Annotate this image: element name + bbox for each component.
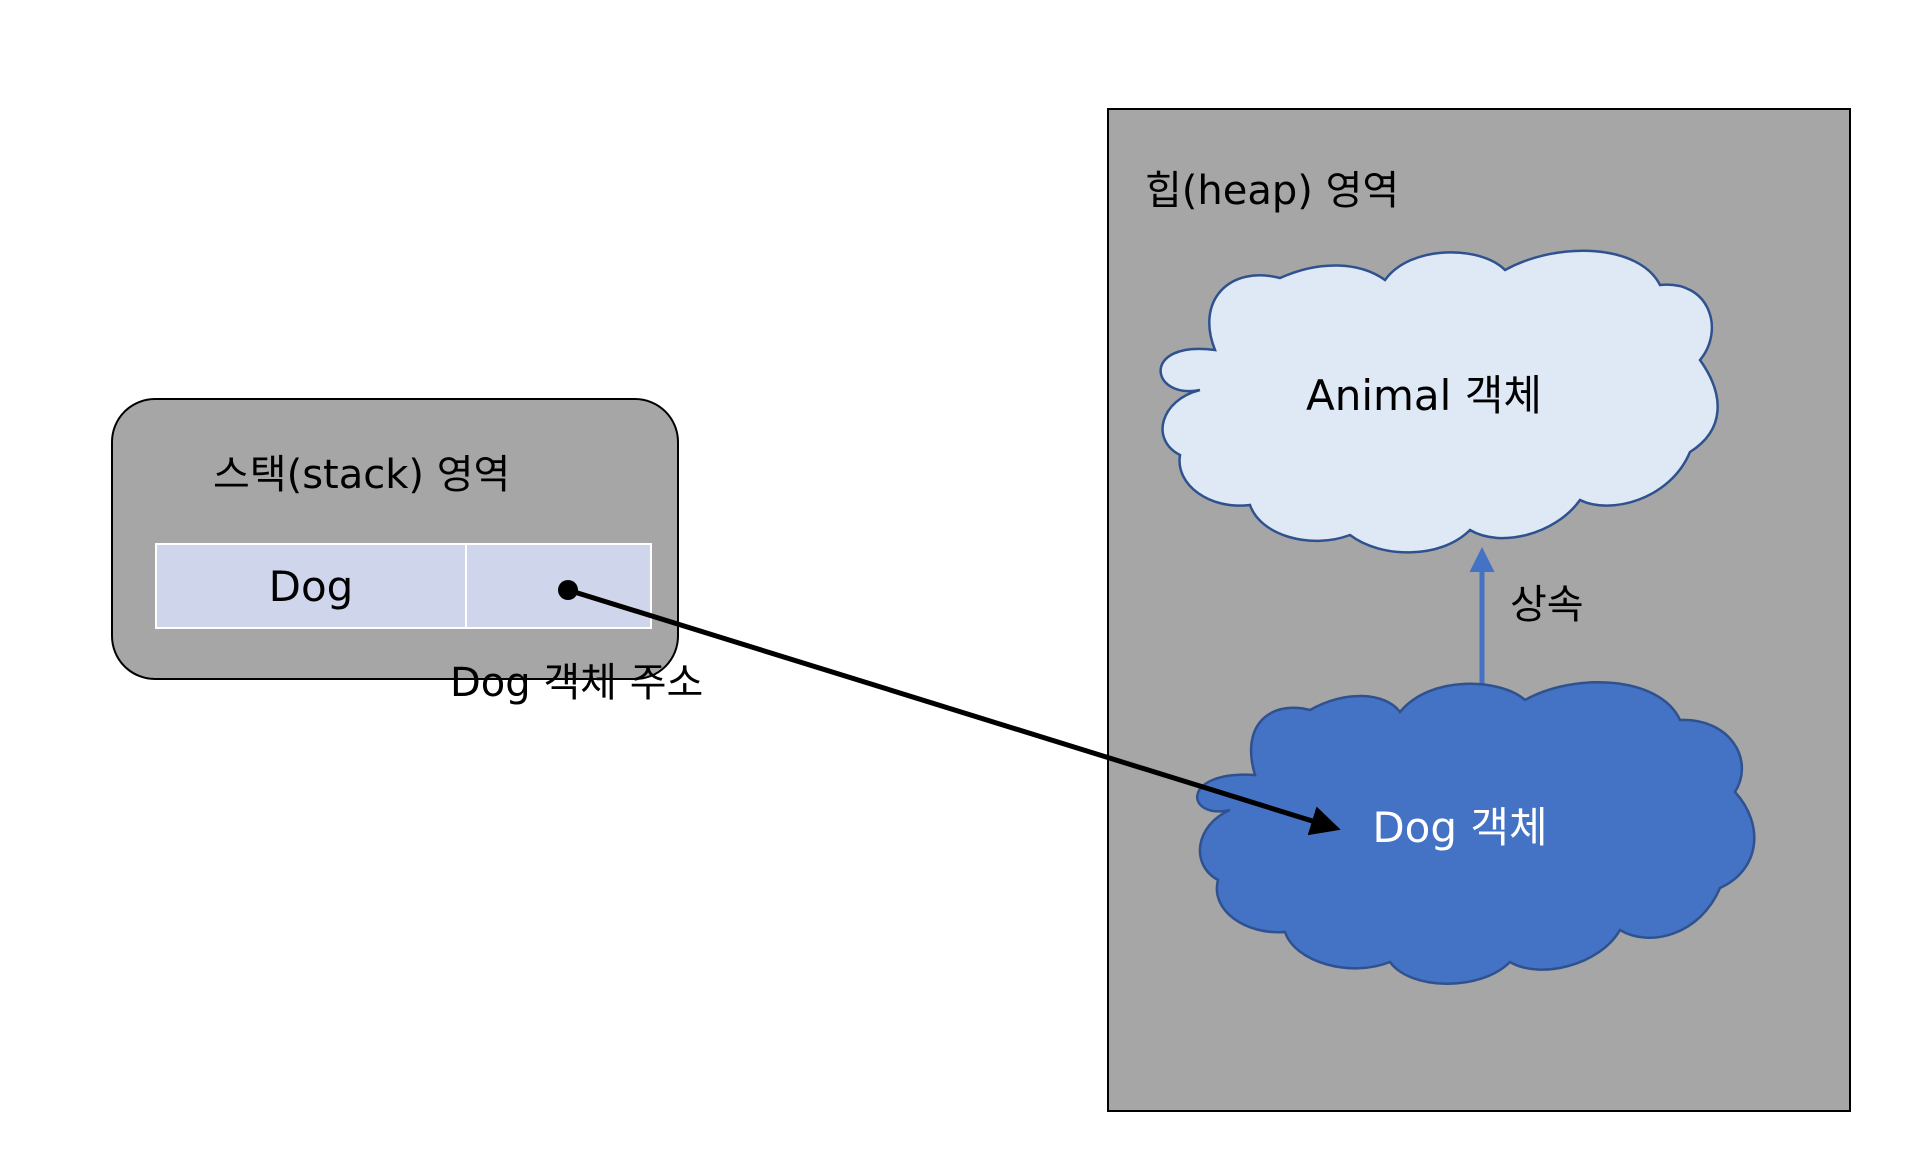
address-label: Dog 객체 주소 [450, 660, 704, 706]
animal-object-label: Animal 객체 [1306, 371, 1542, 420]
stack-region-title: 스택(stack) 영역 [213, 452, 511, 498]
stack-reference-cell [465, 543, 652, 629]
dog-object-label: Dog 객체 [1372, 803, 1547, 852]
animal-object-cloud: Animal 객체 [1159, 249, 1719, 554]
stack-variable-type: Dog [268, 561, 354, 611]
stack-region [111, 398, 679, 680]
reference-arrow [567, 587, 1341, 836]
dog-object-cloud: Dog 객체 [1196, 681, 1756, 985]
inheritance-label: 상속 [1510, 582, 1584, 628]
reference-dot [558, 580, 578, 600]
heap-region-title: 힙(heap) 영역 [1145, 168, 1400, 214]
stack-variable-type-cell: Dog [155, 543, 467, 629]
